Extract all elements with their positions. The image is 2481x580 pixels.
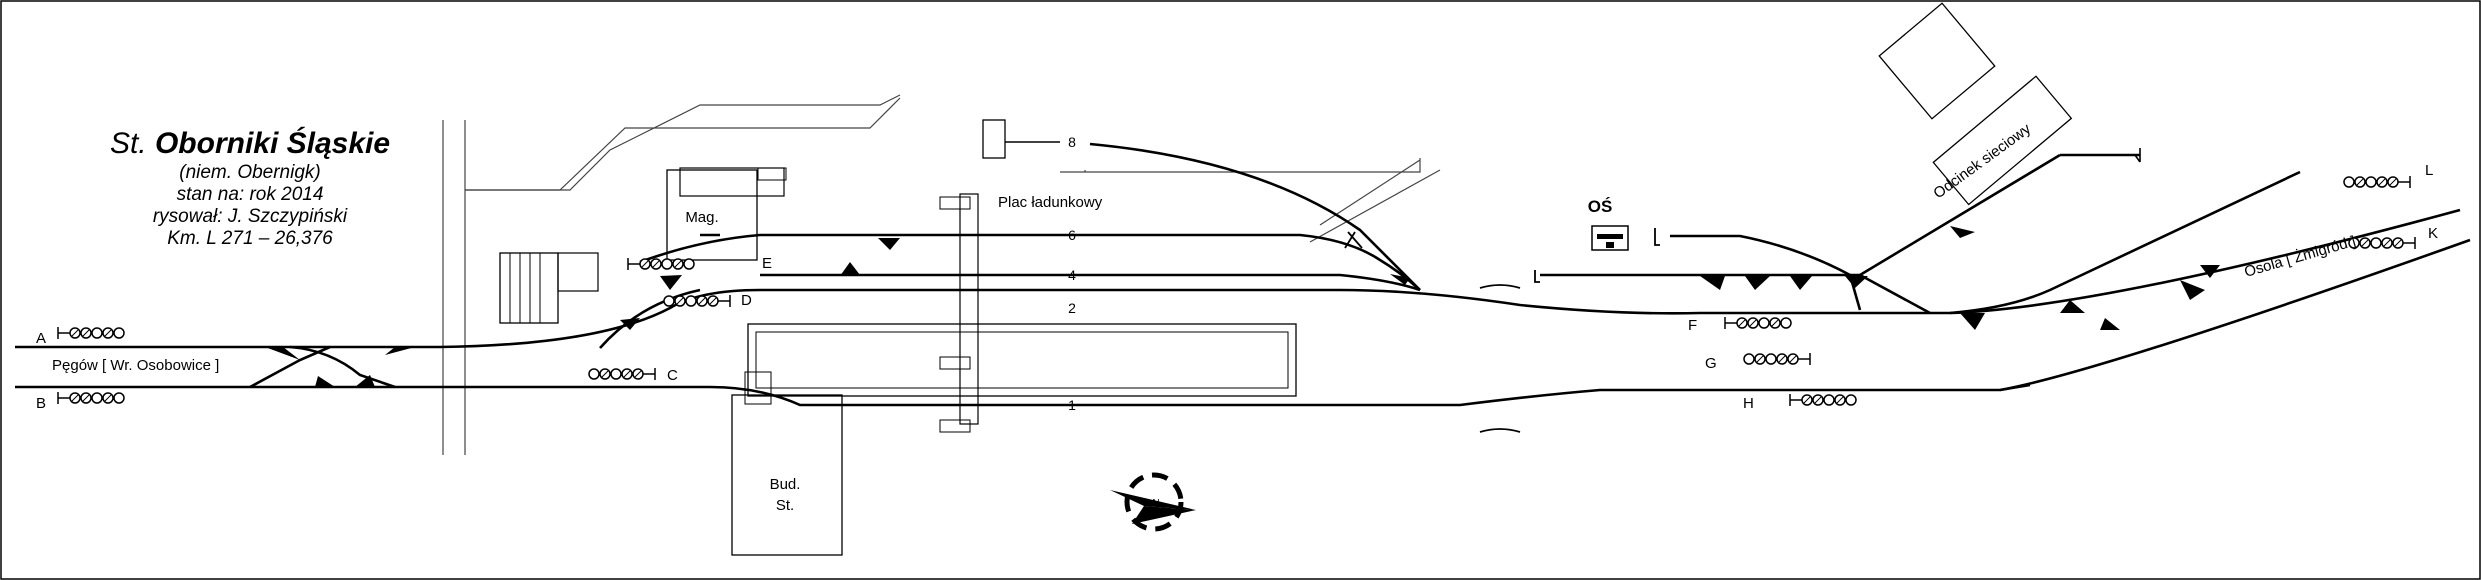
switch-marks	[265, 226, 2220, 387]
signal-label-b: B	[36, 395, 46, 412]
signal-label-f: F	[1688, 317, 1697, 334]
track-2: 2	[1068, 300, 1076, 316]
signal-label-k: K	[2428, 225, 2438, 242]
signal-label-e: E	[762, 255, 772, 272]
buffer-stops	[1344, 228, 1660, 433]
signal-label-l: L	[2425, 162, 2433, 179]
signal-h	[1789, 393, 1857, 407]
compass-icon: N	[1110, 472, 1196, 532]
network-label: Odcinek sieciowy	[1930, 120, 2034, 202]
station-label-1: Bud.	[770, 476, 801, 493]
magazine-label: Mag.	[685, 209, 718, 226]
loading-label: Plac ładunkowy	[998, 194, 1103, 211]
station-label-2: St.	[776, 497, 794, 514]
signals: A B C D E F G H K L	[36, 162, 2438, 412]
direction-left: Pęgów [ Wr. Osobowice ]	[52, 357, 219, 374]
status-year: stan na: rok 2014	[176, 184, 324, 205]
platform	[747, 323, 1297, 397]
signal-a	[57, 326, 125, 340]
track-4: 4	[1068, 267, 1076, 283]
network-building	[1932, 75, 2073, 206]
loading-bridge	[959, 193, 979, 425]
signal-l	[2343, 175, 2411, 189]
signal-label-d: D	[741, 292, 752, 309]
main-tracks	[15, 142, 2471, 407]
magazine-building	[666, 169, 758, 261]
ramp-building	[499, 252, 559, 324]
author: rysował: J. Szczypiński	[152, 206, 348, 227]
station-title: St. Oborniki Śląskie	[109, 127, 391, 160]
track-6: 6	[1068, 227, 1076, 243]
signal-label-h: H	[1743, 395, 1754, 412]
signal-g	[1743, 352, 1811, 366]
context-lines	[442, 94, 1441, 455]
signal-c	[588, 367, 656, 381]
signal-b	[57, 391, 125, 405]
track8-stub	[982, 119, 1006, 159]
track-8: 8	[1068, 134, 1076, 150]
signal-label-g: G	[1705, 355, 1717, 372]
svg-text:N: N	[1152, 498, 1159, 509]
signal-k	[2348, 236, 2416, 250]
direction-right: Osola [ Żmigród ]	[2242, 232, 2358, 281]
signal-f	[1724, 316, 1792, 330]
track-numbers: 8 6 4 2 1	[1068, 134, 1076, 413]
os-label: OŚ	[1588, 197, 1613, 216]
signal-label-a: A	[36, 330, 46, 347]
german-name: (niem. Obernigk)	[179, 162, 321, 183]
station-building	[731, 394, 843, 556]
track-1: 1	[1068, 397, 1076, 413]
kilometre: Km. L 271 – 26,376	[167, 228, 333, 249]
os-box	[1591, 225, 1629, 251]
title-block: St. Oborniki Śląskie (niem. Obernigk) st…	[100, 126, 400, 250]
building-top-right	[1878, 2, 1996, 120]
signal-label-c: C	[667, 367, 678, 384]
